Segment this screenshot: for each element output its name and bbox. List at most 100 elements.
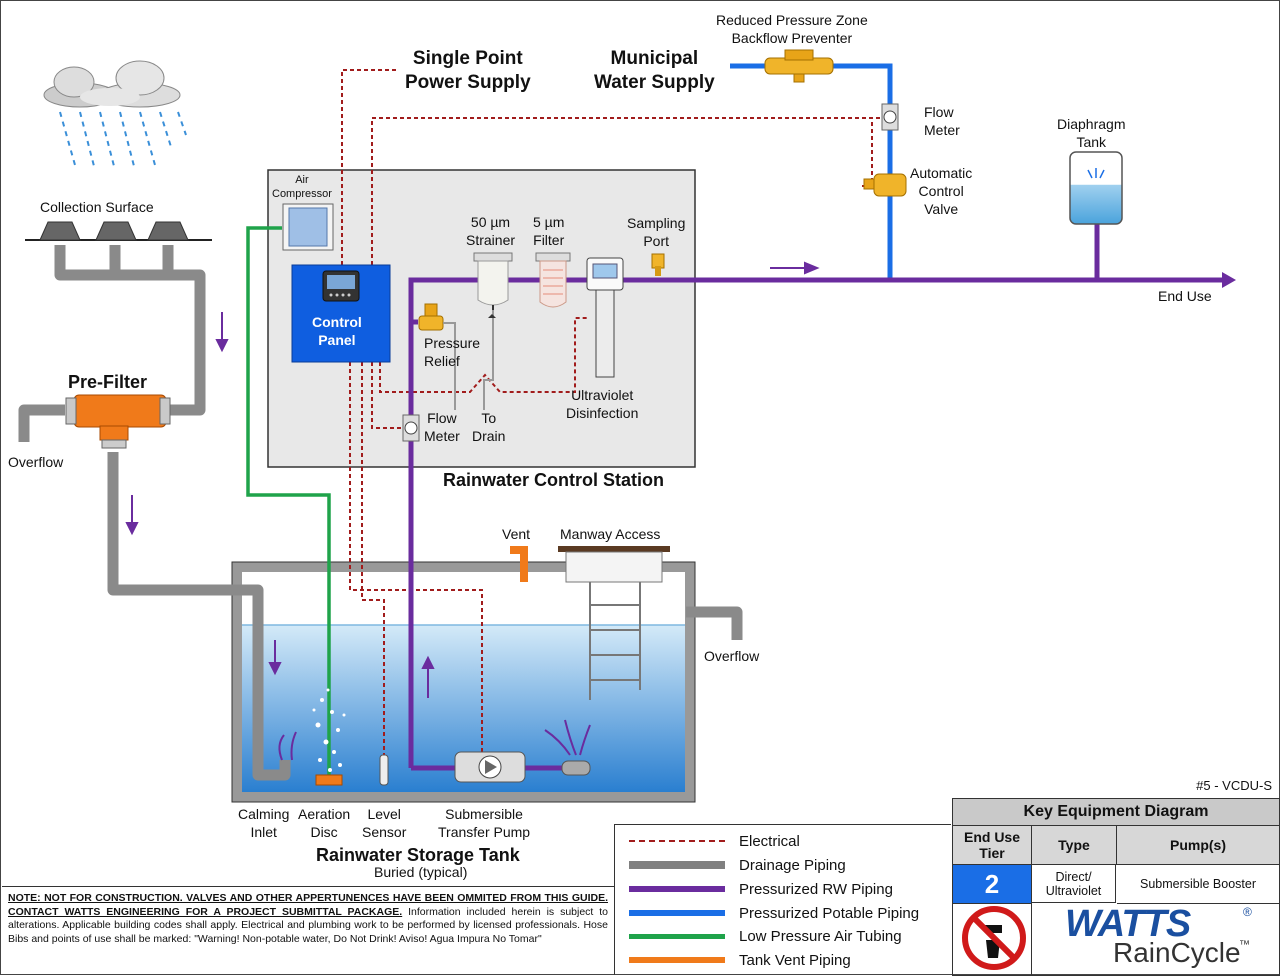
air-compressor-icon: [282, 203, 334, 251]
uv-line1: Ultraviolet: [571, 387, 634, 403]
aeration-disc-label: Aeration Disc: [298, 805, 350, 841]
buried-label: Buried (typical): [374, 864, 468, 880]
header-pumps: Pump(s): [1117, 826, 1279, 865]
storage-tank: [231, 561, 696, 803]
legend-item-air: Low Pressure Air Tubing: [629, 925, 902, 947]
to-drain-line2: Drain: [472, 428, 506, 444]
legend-swatch: [629, 886, 725, 892]
strainer-line2: Strainer: [466, 232, 516, 248]
diaphragm-tank-label: Diaphragm Tank: [1057, 115, 1125, 151]
uv-disinfection-icon: [586, 257, 624, 378]
vent-label: Vent: [502, 526, 531, 542]
registered-mark: ®: [1243, 905, 1252, 919]
submersible-pump-icon: [454, 719, 591, 783]
municipal-supply-label: Municipal Water Supply: [594, 47, 715, 95]
header-type: Type: [1032, 826, 1117, 865]
rpz-backflow-icon: [764, 49, 834, 83]
auto-valve-line3: Valve: [924, 201, 959, 217]
auto-valve-line1: Automatic: [910, 165, 973, 181]
air-compressor-line2: Compressor: [272, 188, 332, 200]
filter-label: 5 µm Filter: [533, 213, 564, 249]
control-panel-line1: Control: [312, 314, 362, 330]
legend-label: Electrical: [739, 832, 800, 850]
legend-item-potable: Pressurized Potable Piping: [629, 902, 919, 924]
overflow-left-label: Overflow: [8, 454, 64, 470]
calming-line2: Inlet: [250, 824, 277, 840]
legend-item-drainage: Drainage Piping: [629, 854, 846, 876]
diagram-code: #5 - VCDU-S: [1196, 778, 1272, 793]
calming-inlet-label: Calming Inlet: [238, 805, 289, 841]
diaphragm-line2: Tank: [1076, 134, 1107, 150]
key-equipment-table: Key Equipment Diagram End Use Tier Type …: [952, 798, 1280, 976]
control-panel-label: Control Panel: [312, 313, 362, 349]
pressure-relief-icon: [418, 303, 456, 410]
collection-surface: [25, 221, 212, 241]
sampling-line1: Sampling: [627, 215, 686, 231]
header-end-use-tier: End Use Tier: [953, 826, 1032, 865]
aeration-line1: Aeration: [298, 806, 351, 822]
legend-swatch: [629, 957, 725, 963]
air-compressor-label: Air Compressor: [272, 173, 332, 201]
type-value: Direct/ Ultraviolet: [1032, 865, 1116, 903]
filter-line1: 5 µm: [533, 214, 565, 230]
sampling-port-label: Sampling Port: [627, 214, 685, 250]
diaphragm-tank-icon: [1069, 151, 1123, 225]
pump-label: Submersible Transfer Pump: [438, 805, 530, 841]
air-compressor-line1: Air: [295, 174, 309, 186]
note-bold: NOTE: NOT FOR CONSTRUCTION. VALVES AND O…: [8, 892, 608, 918]
automatic-control-valve-icon: [863, 173, 907, 197]
rpz-label: Reduced Pressure Zone Backflow Preventer: [716, 11, 868, 47]
manway-label: Manway Access: [560, 526, 661, 542]
level-sensor-label: Level Sensor: [362, 805, 406, 841]
calming-inlet-icon: [278, 731, 297, 761]
uv-line2: Disinfection: [566, 405, 639, 421]
auto-valve-label: Automatic Control Valve: [910, 164, 972, 218]
legend-swatch: [629, 933, 725, 939]
legend-item-electrical: Electrical: [629, 830, 800, 852]
air-tubing: [246, 226, 331, 775]
municipal-line2: Water Supply: [594, 72, 715, 93]
legend-label: Pressurized Potable Piping: [739, 904, 920, 922]
key-equipment-title: Key Equipment Diagram: [953, 799, 1279, 826]
legend-item-rw: Pressurized RW Piping: [629, 878, 893, 900]
aeration-line2: Disc: [310, 824, 338, 840]
municipal-line1: Municipal: [610, 48, 699, 69]
end-use-arrow: [1222, 272, 1236, 288]
end-use-label: End Use: [1158, 288, 1212, 304]
flow-meter-station-line1: Flow: [427, 410, 457, 426]
pump-line1: Submersible: [445, 806, 523, 822]
overflow-right-label: Overflow: [704, 648, 760, 664]
sampling-port-icon: [651, 253, 665, 276]
to-drain-label: To Drain: [472, 409, 505, 445]
auto-valve-line2: Control: [918, 183, 964, 199]
flow-meter-station-label: Flow Meter: [424, 409, 460, 445]
rain-cloud-icon: [43, 60, 187, 171]
strainer-label: 50 µm Strainer: [466, 213, 515, 249]
legend-item-vent: Tank Vent Piping: [629, 949, 851, 971]
pressure-relief-line2: Relief: [424, 353, 460, 369]
note-text: Information included herein is subject t…: [8, 905, 608, 945]
level-sensor-icon: [379, 754, 389, 786]
divider: [1031, 904, 1032, 975]
flow-meter-station-line2: Meter: [424, 428, 460, 444]
pressure-relief-label: Pressure Relief: [424, 334, 480, 370]
power-supply-line1: Single Point: [412, 48, 523, 69]
legend-label: Tank Vent Piping: [739, 951, 851, 969]
power-supply-label: Single Point Power Supply: [405, 47, 531, 95]
potable-piping: [730, 63, 893, 280]
collection-surface-label: Collection Surface: [40, 199, 154, 215]
level-line2: Sensor: [362, 824, 407, 840]
storage-tank-label: Rainwater Storage Tank: [316, 845, 520, 865]
flow-meter-top-line2: Meter: [924, 122, 960, 138]
to-drain-line1: To: [481, 410, 497, 426]
pumps-value: Submersible Booster: [1117, 865, 1279, 904]
strainer-line1: 50 µm: [470, 214, 511, 230]
control-station-label: Rainwater Control Station: [443, 470, 665, 490]
filter-icon: [535, 252, 571, 308]
level-line1: Level: [367, 806, 401, 822]
legend-swatch: [629, 840, 725, 842]
strainer-icon: [473, 252, 513, 410]
rpz-line1: Reduced Pressure Zone: [716, 12, 868, 28]
pre-filter-icon: [65, 394, 171, 449]
